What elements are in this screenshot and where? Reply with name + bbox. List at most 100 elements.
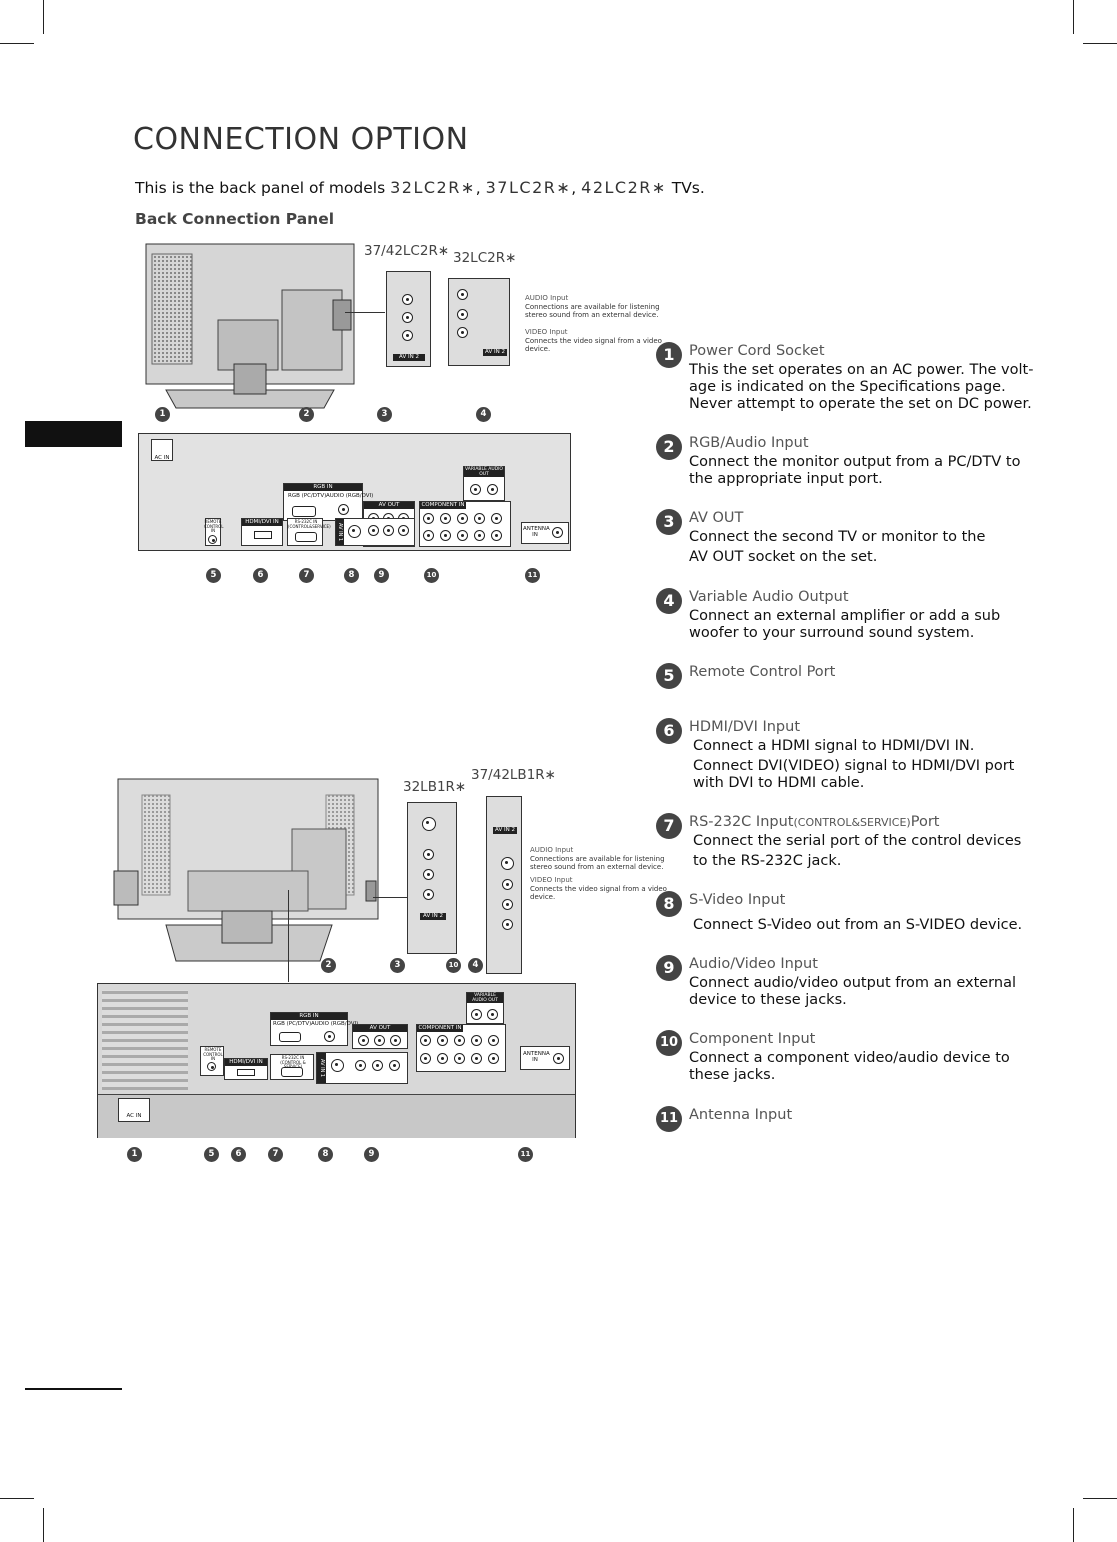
- item-body: Connect the monitor output from a PC/DTV…: [689, 454, 1021, 487]
- item-heading: AV OUT: [689, 510, 744, 526]
- video-input-note: VIDEO Input Connects the video signal fr…: [530, 876, 667, 901]
- crop-mark: [43, 1508, 44, 1542]
- component-jack: [471, 1053, 482, 1064]
- item-audio-video: 9 Audio/Video Input Connect audio/video …: [656, 955, 1036, 1015]
- variable-audio-jack: [487, 1009, 498, 1020]
- component-jack: [423, 530, 434, 541]
- av-in-jack: [389, 1060, 400, 1071]
- item-rgb-audio: 2 RGB/Audio Input Connect the monitor ou…: [656, 434, 1036, 494]
- d-sub-port: [292, 506, 316, 517]
- remote-label: REMOTE CONTROL IN: [203, 1047, 223, 1061]
- item-heading: Remote Control Port: [689, 664, 836, 680]
- av-in-jack: [355, 1060, 366, 1071]
- av-in1-label: AV IN 1: [336, 519, 344, 545]
- av-out-jack: [374, 1035, 385, 1046]
- av-in-jack: [398, 525, 409, 536]
- remote-control-port: REMOTE CONTROL IN: [200, 1046, 224, 1076]
- vent-grille: [102, 990, 188, 1090]
- side-av-panel: AV IN 2: [407, 802, 457, 954]
- variable-audio-out-group: VARIABLE AUDIO OUT: [463, 466, 505, 501]
- tv-back-illustration: [113, 778, 379, 962]
- av-out-jack: [390, 1035, 401, 1046]
- rgb-in-label: RGB IN: [271, 1013, 347, 1020]
- av-in-jack: [368, 525, 379, 536]
- av-out-label: AV OUT: [353, 1025, 407, 1032]
- hdmi-socket: [254, 531, 272, 539]
- section-tab: [25, 421, 122, 447]
- item-rs232c: 7 RS-232C Input(CONTROL&SERVICE)Port Con…: [656, 813, 1036, 873]
- rgb-in-label: RGB IN: [284, 484, 362, 491]
- audio-jack: [502, 899, 513, 910]
- audio-input-note: AUDIO Input Connections are available fo…: [530, 846, 665, 871]
- page-title: CONNECTION OPTION: [133, 122, 469, 157]
- item-number: 1: [656, 342, 682, 368]
- callout-marker: 11: [525, 568, 540, 583]
- item-variable-audio: 4 Variable Audio Output Connect an exter…: [656, 588, 1036, 648]
- item-number: 2: [656, 434, 682, 460]
- item-heading: Variable Audio Output: [689, 589, 849, 605]
- component-jack: [420, 1035, 431, 1046]
- item-body: Connect a HDMI signal to HDMI/DVI IN.Con…: [693, 738, 1015, 791]
- side-av-panel: AV IN 2: [486, 796, 522, 974]
- audio-jack: [338, 504, 349, 515]
- component-jack: [457, 513, 468, 524]
- item-number: 8: [656, 891, 682, 917]
- av-out-jack: [358, 1035, 369, 1046]
- av-in-jack: [372, 1060, 383, 1071]
- rgb-audio-label: AUDIO (RGB/DVI): [311, 1021, 359, 1027]
- rgb-label: RGB (PC/DTV): [288, 493, 327, 499]
- component-jack: [423, 513, 434, 524]
- rgb-in-group: RGB IN RGB (PC/DTV) AUDIO (RGB/DVI): [270, 1012, 359, 1046]
- av-in1-label: AV IN 1: [317, 1053, 326, 1083]
- av-in1-group: AV IN 1: [316, 1052, 408, 1084]
- audio-jack: [502, 879, 513, 890]
- component-jack: [437, 1053, 448, 1064]
- leader-line: [288, 890, 289, 982]
- item-number: 9: [656, 955, 682, 981]
- rgb-in-group: RGB IN RGB (PC/DTV) AUDIO (RGB/DVI): [283, 483, 373, 521]
- audio-jack: [402, 312, 413, 323]
- remote-label: REMOTE CONTROL IN: [204, 519, 224, 533]
- component-in-label: COMPONENT IN: [420, 502, 466, 509]
- callout-marker: 3: [377, 407, 392, 422]
- component-jack: [474, 530, 485, 541]
- callout-marker: 2: [321, 958, 336, 973]
- callout-marker: 10: [446, 958, 461, 973]
- item-number: 6: [656, 718, 682, 744]
- component-jack: [440, 513, 451, 524]
- component-jack: [471, 1035, 482, 1046]
- connector-line: [373, 897, 407, 898]
- variable-audio-label: VARIABLE AUDIO OUT: [467, 993, 503, 1003]
- side-av-panel: AV IN 2: [448, 278, 510, 366]
- component-jack: [437, 1035, 448, 1046]
- component-jack: [440, 530, 451, 541]
- ac-section: [98, 1094, 575, 1138]
- variable-audio-jack: [487, 484, 498, 495]
- item-heading: S-Video Input: [689, 892, 786, 908]
- rs232c-port: RS-232C IN (CONTROL&SERVICE): [287, 518, 331, 546]
- av-in2-label: AV IN 2: [420, 913, 446, 920]
- antenna-jack: [552, 527, 563, 538]
- callout-marker: 8: [344, 568, 359, 583]
- av-out-label: AV OUT: [364, 502, 414, 509]
- av-in2-label: AV IN 2: [483, 349, 507, 356]
- callout-marker: 1: [127, 1147, 142, 1162]
- component-jack: [454, 1053, 465, 1064]
- component-jack: [491, 513, 502, 524]
- component-jack: [491, 530, 502, 541]
- hdmi-socket: [237, 1069, 255, 1076]
- callout-marker: 4: [476, 407, 491, 422]
- hdmi-label: HDMI/DVI IN: [242, 519, 282, 526]
- remote-jack: [208, 535, 217, 544]
- item-body: This the set operates on an AC power. Th…: [689, 362, 1034, 412]
- item-number: 11: [656, 1106, 682, 1132]
- video-jack: [502, 919, 513, 930]
- crop-mark: [1083, 43, 1117, 44]
- item-s-video: 8 S-Video Input Connect S-Video out from…: [656, 891, 1036, 941]
- item-heading: Audio/Video Input: [689, 956, 818, 972]
- item-body: Connect the serial port of the control d…: [693, 833, 1022, 869]
- item-heading: Antenna Input: [689, 1107, 793, 1123]
- item-antenna: 11 Antenna Input: [656, 1106, 1036, 1136]
- audio-jack: [457, 289, 468, 300]
- d-sub-port: [279, 1032, 301, 1042]
